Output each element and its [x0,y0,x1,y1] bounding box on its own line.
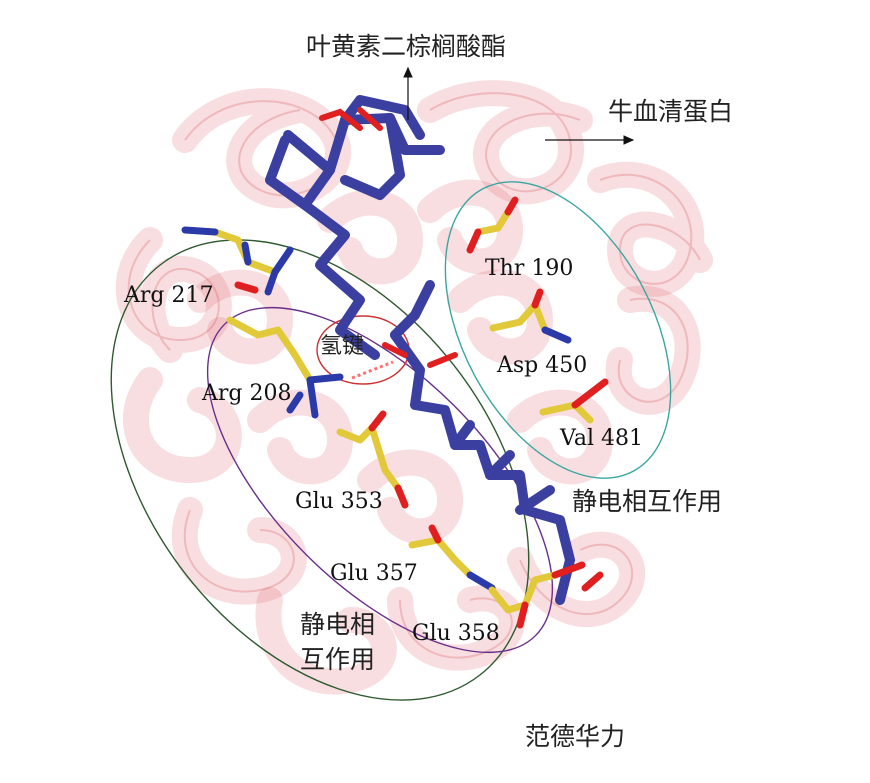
hydrogen-bond-line [351,360,394,380]
electrostatic-left-label-line1: 静电相 [300,610,375,639]
residue-label-glu357: Glu 357 [330,561,418,586]
vdw-label: 范德华力 [525,722,625,751]
hbond-label: 氢键 [320,334,364,359]
electrostatic-left-region-ellipse [206,306,554,654]
protein-label: 牛血清蛋白 [608,97,733,126]
ligand-molecule [265,95,575,605]
electrostatic-right-region-ellipse [444,181,672,479]
electrostatic-left-label-line2: 互作用 [300,645,375,674]
residue-label-glu358: Glu 358 [412,621,500,646]
protein-ribbon [115,80,713,695]
ligand-label: 叶黄素二棕榈酸酯 [306,32,506,61]
residue-label-thr190: Thr 190 [485,256,573,281]
vdw-region-ellipse [110,239,530,701]
residue-label-arg208: Arg 208 [201,381,291,406]
residue-label-glu353: Glu 353 [295,489,383,514]
electrostatic-right-label: 静电相互作用 [572,487,722,516]
residue-sticks [181,196,609,629]
residue-label-arg217: Arg 217 [123,283,213,308]
ligand-oxygens [319,107,458,368]
residue-label-asp450: Asp 450 [496,353,587,378]
residue-label-val481: Val 481 [559,426,643,451]
